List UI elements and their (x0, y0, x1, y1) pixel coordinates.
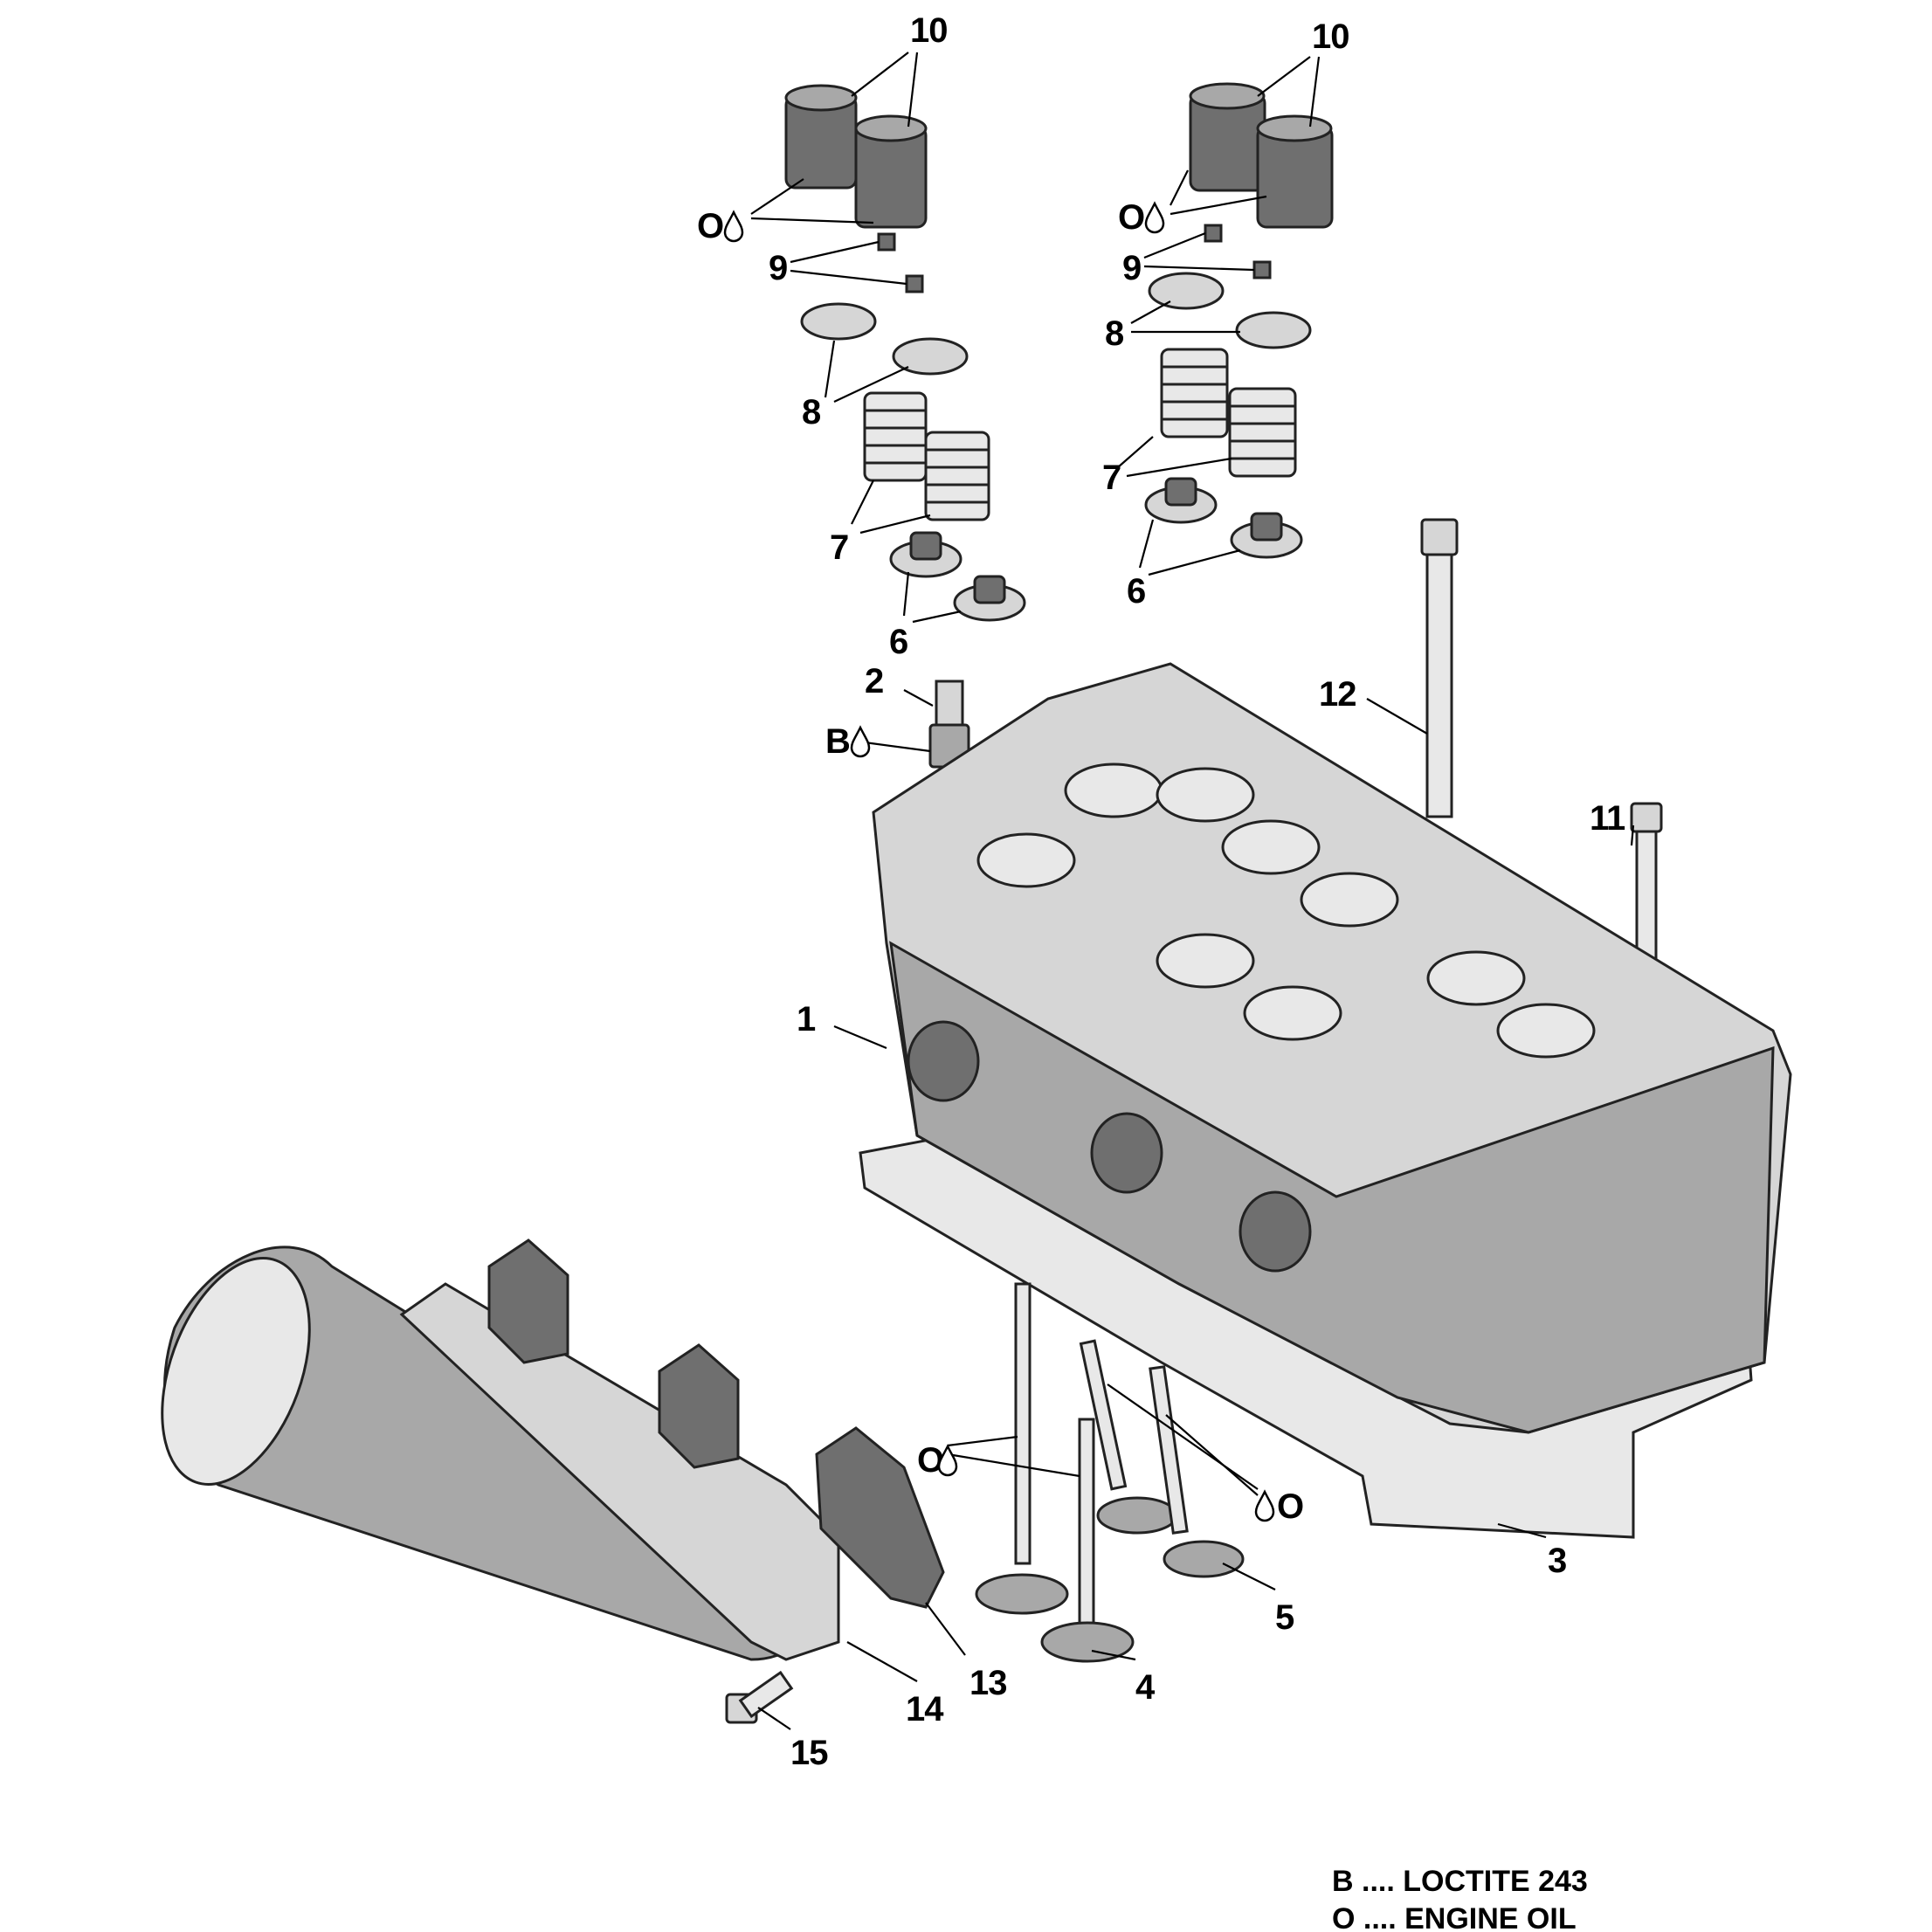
svg-text:B: B (825, 722, 850, 761)
callout-8-right: 8 (1105, 314, 1124, 353)
retainer-right-b (1235, 311, 1312, 349)
loctite-marker: B (825, 722, 871, 761)
intake-valve-a (975, 1282, 1069, 1615)
callout-14: 14 (906, 1690, 944, 1728)
seal-left-a (889, 531, 963, 578)
head-bolt (1420, 518, 1459, 818)
tappet-right-b (1256, 114, 1334, 229)
exhaust-manifold (161, 1245, 840, 1661)
callout-3: 3 (1548, 1542, 1566, 1580)
exhaust-gasket-b (658, 1343, 740, 1469)
oil-marker-valves-left: O (917, 1441, 958, 1480)
retainer-right-a (1148, 272, 1225, 310)
callout-6-right: 6 (1127, 572, 1145, 611)
plug (928, 680, 970, 769)
callout-13: 13 (969, 1664, 1007, 1702)
svg-text:O: O (697, 207, 723, 245)
callout-15: 15 (790, 1734, 828, 1772)
spring-right-a (1160, 348, 1229, 438)
callout-9-right: 9 (1122, 249, 1141, 287)
cotter-right-a (1204, 224, 1223, 243)
tappet-left-a (784, 84, 858, 190)
legend-engine-oil: O .... ENGINE OIL (1332, 1902, 1577, 1932)
callout-6-left: 6 (889, 623, 907, 661)
callout-7-left: 7 (830, 528, 848, 567)
exhaust-gasket-a (487, 1239, 569, 1364)
spring-left-a (863, 391, 928, 482)
callout-5: 5 (1275, 1598, 1294, 1637)
callout-4: 4 (1135, 1668, 1156, 1707)
callout-9-left: 9 (769, 249, 787, 287)
cylinder-head (872, 662, 1792, 1434)
spring-right-b (1228, 387, 1297, 478)
spring-left-b (924, 431, 990, 521)
exhaust-valve-a (1079, 1339, 1178, 1535)
callout-2: 2 (865, 662, 883, 700)
retainer-left-b (892, 337, 969, 376)
tappet-left-b (854, 114, 928, 229)
cotter-right-b (1252, 260, 1272, 279)
callout-7-right: 7 (1102, 459, 1121, 497)
callout-1: 1 (797, 1000, 816, 1038)
oil-marker-top-left: O (697, 207, 744, 245)
exhaust-valve-b (1149, 1365, 1245, 1578)
retainer-left-a (800, 302, 877, 341)
manifold-bolt (725, 1670, 794, 1724)
oil-marker-top-right: O (1118, 198, 1165, 237)
callout-11: 11 (1590, 799, 1625, 838)
legend-loctite: B .... LOCTITE 243 (1332, 1865, 1588, 1898)
callout-10-left: 10 (910, 11, 948, 50)
callout-8-left: 8 (802, 393, 821, 431)
svg-text:O: O (1118, 198, 1144, 237)
svg-text:O: O (1277, 1487, 1303, 1526)
oil-marker-valves-right: O (1254, 1487, 1304, 1526)
cotter-left-b (905, 274, 924, 293)
seal-left-b (953, 575, 1026, 622)
exhaust-gasket-c (815, 1426, 945, 1609)
leader-lines (750, 52, 1635, 1730)
screw (1630, 802, 1663, 964)
seal-right-a (1144, 477, 1218, 524)
intake-valve-b (1040, 1418, 1135, 1663)
tappet-right-a (1189, 82, 1266, 192)
callout-10-right: 10 (1312, 17, 1349, 56)
callout-12: 12 (1319, 675, 1356, 714)
cotter-left-a (877, 232, 896, 252)
seal-right-b (1230, 512, 1303, 559)
